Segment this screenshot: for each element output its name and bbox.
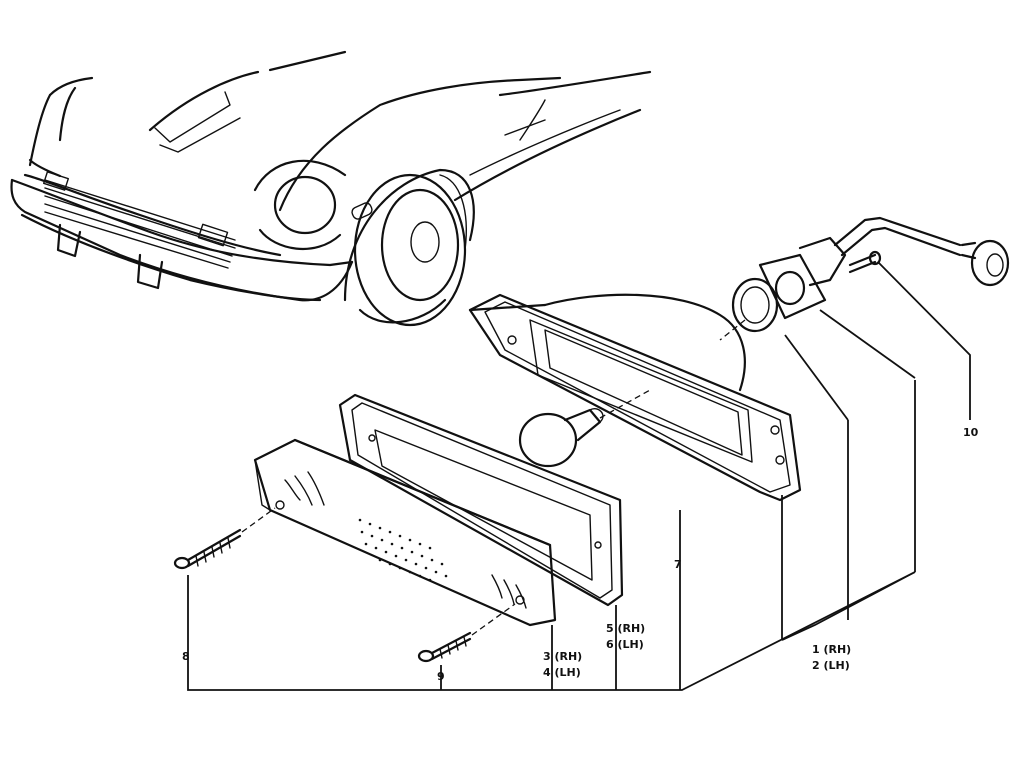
- part-7-gasket: [468, 293, 802, 502]
- part-3-4-lens: [253, 438, 557, 627]
- screw-8: [173, 507, 276, 570]
- lamp-housing: [468, 293, 746, 392]
- label-part-10: 10: [963, 426, 979, 439]
- socket-harness: [719, 216, 1010, 341]
- part-5-6-lens-gasket: [338, 393, 624, 607]
- label-part-9: 9: [437, 670, 445, 683]
- part-labels: 1 (RH) 2 (LH) 3 (RH) 4 (LH) 5 (RH) 6 (LH…: [182, 426, 979, 683]
- label-part-1: 1 (RH): [812, 643, 851, 656]
- label-part-2: 2 (LH): [812, 659, 850, 672]
- label-part-7: 7: [674, 558, 682, 571]
- label-part-6: 6 (LH): [606, 638, 644, 651]
- car-front-illustration: [10, 50, 652, 327]
- leader-lines: [187, 261, 971, 691]
- label-part-5: 5 (RH): [606, 622, 645, 635]
- label-part-3: 3 (RH): [543, 650, 582, 663]
- lens-dot-texture: [358, 518, 448, 582]
- label-part-8: 8: [182, 650, 190, 663]
- label-part-4: 4 (LH): [543, 666, 581, 679]
- screw-10: [848, 250, 882, 274]
- screw-9: [417, 603, 516, 663]
- bulb: [518, 389, 651, 468]
